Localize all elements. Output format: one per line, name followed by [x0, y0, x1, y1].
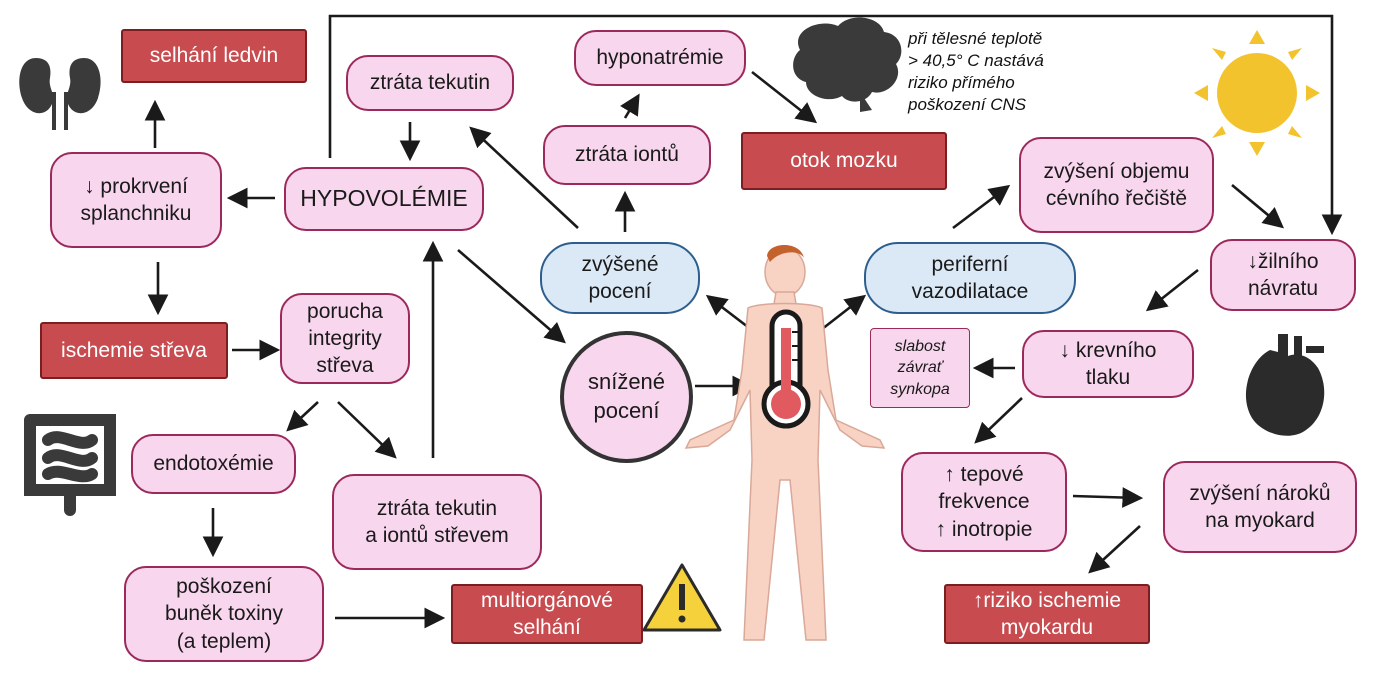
node-porucha-integrity: porucha integrity střeva: [280, 293, 410, 384]
arrow-naroky-riziko: [1088, 525, 1141, 574]
arrow-porucha-ztrata: [337, 401, 397, 459]
node-selhani-ledvin: selhání ledvin: [121, 29, 307, 83]
arrow-porucha-endotox: [286, 401, 319, 432]
arrow-zilni-tlak: [1145, 268, 1199, 312]
arrow-objem-zilni: [1231, 184, 1284, 229]
hair-icon: [767, 245, 804, 262]
node-multiorganove-selhani: multiorgánové selhání: [451, 584, 643, 644]
node-endotoxemie: endotoxémie: [131, 434, 296, 494]
arrow-hypo-snizene: [457, 249, 566, 344]
node-otok-mozku: otok mozku: [741, 132, 947, 190]
arrow-ionty-hyponat: [620, 93, 640, 119]
node-tepove-frekvence: ↑ tepové frekvence ↑ inotropie: [901, 452, 1067, 552]
node-ztrata-tekutin: ztráta tekutin: [346, 55, 514, 111]
node-prokrveni-splanchniku: ↓ prokrvení splanchniku: [50, 152, 222, 248]
arrow-periferni-objem: [952, 184, 1011, 230]
cns-note: při tělesné teplotě > 40,5° C nastává ri…: [908, 29, 1044, 115]
arrow-tlak-tepove: [974, 397, 1023, 444]
node-periferni-vazodilatace: periferní vazodilatace: [864, 242, 1076, 314]
node-krevniho-tlaku: ↓ krevního tlaku: [1022, 330, 1194, 398]
heart-icon: [1245, 334, 1325, 436]
arrow-hyponat-otok: [751, 70, 818, 124]
node-ischemie-streva: ischemie střeva: [40, 322, 228, 379]
node-slabost: slabost závrať synkopa: [870, 328, 970, 408]
node-zvysene-poceni: zvýšené pocení: [540, 242, 700, 314]
node-hyponatremie: hyponatrémie: [574, 30, 746, 86]
arrow-tepove-naroky: [1072, 487, 1144, 508]
node-zilniho-navratu: ↓žilního návratu: [1210, 239, 1356, 311]
node-ztrata-tekutin-streva: ztráta tekutin a iontů střevem: [332, 474, 542, 570]
brain-icon: [793, 17, 902, 112]
node-naroky-myokard: zvýšení nároků na myokard: [1163, 461, 1357, 553]
node-hypovolemie: HYPOVOLÉMIE: [284, 167, 484, 231]
node-snizene-poceni: snížené pocení: [560, 331, 693, 463]
intestine-icon: [24, 414, 116, 516]
node-ztrata-iontu: ztráta iontů: [543, 125, 711, 185]
node-zvyseni-objemu: zvýšení objemu cévního řečiště: [1019, 137, 1214, 233]
arrow-hypo-zilni-long: [328, 14, 1343, 236]
human-body-icon: [684, 247, 886, 641]
warning-icon: [642, 563, 722, 632]
node-riziko-ischemie: ↑riziko ischemie myokardu: [944, 584, 1150, 644]
sun-icon: [1194, 30, 1320, 156]
arrow-poceni-ztrata: [469, 126, 579, 229]
node-poskozeni-bunek: poškození buněk toxiny (a teplem): [124, 566, 324, 662]
thermometer-icon: [761, 309, 811, 429]
kidneys-icon: [19, 58, 101, 130]
arrows: [144, 70, 1284, 629]
